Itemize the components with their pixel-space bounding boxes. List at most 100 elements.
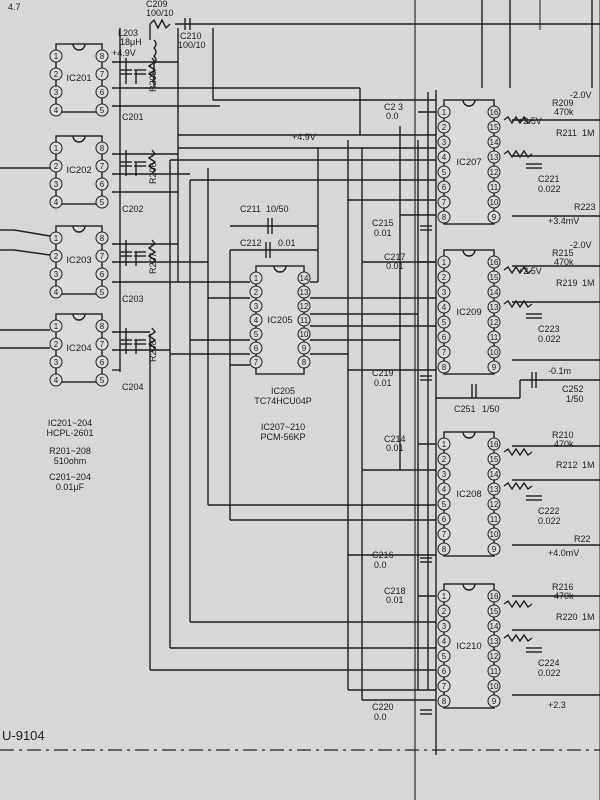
pin-circle (49, 337, 63, 351)
pin-circle (487, 527, 501, 541)
resistor-zigzag (147, 239, 157, 265)
c211-value: 10/50 (266, 204, 289, 214)
ic-ref-label: IC205 (267, 315, 292, 326)
pin-number: 10 (490, 348, 499, 357)
resistor-bottom-label: R219 (556, 278, 578, 288)
c211-label: C211 (240, 204, 261, 214)
resistor-top-label: R209 (552, 98, 574, 108)
resistor-zigzag (147, 149, 157, 175)
pin-circle (487, 497, 501, 511)
resistor-top-value: 470k (554, 107, 574, 117)
pin-circle (437, 285, 451, 299)
component-notes: IC201~204 HCPL-2601 R201~208 510ohm C201… (46, 386, 311, 492)
resistor-bottom-value: 1M (582, 128, 595, 138)
pin-circle (437, 452, 451, 466)
pin-number: 16 (490, 440, 499, 449)
resistor-top-label: R216 (552, 582, 574, 592)
resistor-top (503, 265, 533, 275)
pin-circle (437, 649, 451, 663)
pin-number: 8 (442, 363, 447, 372)
resistor-bottom (503, 481, 533, 491)
pin-circle (249, 271, 263, 285)
pin-circle (487, 315, 501, 329)
l203-label: L203 (118, 28, 138, 38)
voltage-label: -0.1m (548, 366, 571, 376)
pin-number: 5 (442, 318, 447, 327)
resistor-label: R207 (148, 252, 158, 274)
pin-circle (297, 341, 311, 355)
pin-circle (487, 270, 501, 284)
resistor-top-label: R215 (552, 248, 574, 258)
pin-number: 9 (302, 344, 307, 353)
ic-body (443, 583, 495, 709)
pin-circle (437, 542, 451, 556)
ic-ref-label: IC207 (456, 157, 481, 168)
pin-circle (487, 360, 501, 374)
pin-circle (437, 360, 451, 374)
pin-number: 2 (442, 123, 447, 132)
bypass-cap-value: 0.01 (374, 378, 392, 388)
pin-circle (49, 267, 63, 281)
bypass-cap-label: C215 (372, 218, 394, 228)
pin-circle (95, 285, 109, 299)
pin-number: 5 (100, 376, 105, 385)
resistor-label: R205 (148, 70, 158, 92)
ic-ref-label: IC208 (456, 489, 481, 500)
pin-number: 6 (442, 333, 447, 342)
ic205-caption-part: TC74HCU04P (254, 396, 312, 406)
pin-circle (487, 120, 501, 134)
pin-number: 5 (442, 168, 447, 177)
pin-circle (487, 345, 501, 359)
pin-circle (487, 165, 501, 179)
cap-label: C204 (122, 382, 144, 392)
ic-ref-label: IC209 (456, 307, 481, 318)
pin-number: 11 (490, 183, 499, 192)
voltage-label: +2.5V (518, 266, 542, 276)
pin-circle (487, 467, 501, 481)
input-cap-value: 0.0 (386, 111, 399, 121)
pin-circle (95, 319, 109, 333)
pin-number: 2 (54, 162, 59, 171)
c212-value: 0.01 (278, 238, 296, 248)
resistor-top (503, 447, 533, 457)
pin-circle (49, 103, 63, 117)
cap-label: C203 (122, 294, 144, 304)
pin-circle (487, 634, 501, 648)
pin-number: 6 (442, 667, 447, 676)
ic-body (55, 43, 103, 113)
pin-number: 4 (442, 637, 447, 646)
pin-circle (49, 355, 63, 369)
input-cap-label: C217 (384, 252, 406, 262)
pin-number: 11 (490, 333, 499, 342)
l203-value: 18μH (120, 37, 142, 47)
pin-circle (49, 231, 63, 245)
pin-number: 8 (302, 358, 307, 367)
pin-circle (437, 345, 451, 359)
pin-circle (297, 271, 311, 285)
model-number: U-9104 (2, 728, 45, 743)
resistor-bottom (503, 299, 533, 309)
pin-circle (437, 694, 451, 708)
pin-circle (49, 49, 63, 63)
pin-number: 6 (100, 270, 105, 279)
resistor-top (503, 599, 533, 609)
vcc-label: +4.9V (112, 48, 136, 58)
pin-number: 8 (442, 697, 447, 706)
pin-circle (297, 355, 311, 369)
pin-number: 5 (254, 330, 259, 339)
output-cap-label: C223 (538, 324, 560, 334)
c252-label: C252 (562, 384, 584, 394)
cap-label: C202 (122, 204, 144, 214)
input-cap-value: 0.01 (386, 261, 404, 271)
pin-number: 4 (54, 106, 59, 115)
pin-number: 2 (254, 288, 259, 297)
c209-label: C209 (146, 0, 168, 9)
note-cap-ref: C201~204 (49, 472, 91, 482)
pin-number: 8 (100, 234, 105, 243)
pin-number: 12 (490, 168, 499, 177)
pin-number: 15 (490, 123, 499, 132)
ic205-labels: C211 10/50 C212 0.01 +4.9V (240, 132, 316, 258)
